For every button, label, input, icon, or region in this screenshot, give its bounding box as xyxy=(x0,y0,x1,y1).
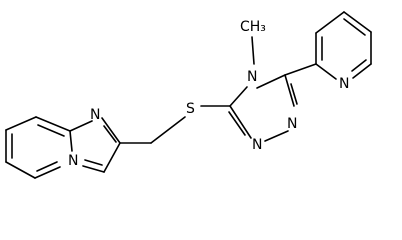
bond xyxy=(34,166,61,179)
bond xyxy=(343,11,372,33)
bond xyxy=(103,142,121,173)
bond xyxy=(5,161,36,179)
atom-n-pyridine: N xyxy=(339,76,349,92)
bond xyxy=(69,120,93,132)
bond xyxy=(5,116,37,131)
methyl-group: CH₃ xyxy=(240,19,266,35)
bond xyxy=(36,161,58,172)
bond xyxy=(37,124,65,137)
bond xyxy=(229,105,252,139)
bond xyxy=(103,125,117,143)
bond xyxy=(352,63,372,79)
atom-n2-triazole: N xyxy=(252,137,262,153)
bond xyxy=(251,36,255,65)
bond xyxy=(264,130,289,142)
atom-sulfur: S xyxy=(186,101,195,117)
atom-n-imidazole-top: N xyxy=(90,107,100,123)
atom-n-bridgehead: N xyxy=(68,153,78,169)
bond xyxy=(351,59,367,72)
bond xyxy=(101,117,121,144)
bond xyxy=(315,63,337,80)
atom-n1-triazole: N xyxy=(287,116,297,132)
atom-n4-triazole: N xyxy=(247,69,257,85)
bond xyxy=(84,159,103,166)
bond xyxy=(228,111,246,136)
bond xyxy=(229,86,248,107)
bond xyxy=(35,116,71,132)
bond xyxy=(290,83,298,105)
bond xyxy=(256,74,286,89)
bond xyxy=(284,74,295,107)
bond xyxy=(150,116,186,144)
structure-diagram: N N S N CH₃ N N N xyxy=(5,11,372,179)
bond xyxy=(315,11,345,34)
bond xyxy=(284,63,317,76)
bond xyxy=(343,18,366,36)
bond xyxy=(69,130,73,152)
bond xyxy=(82,165,105,173)
